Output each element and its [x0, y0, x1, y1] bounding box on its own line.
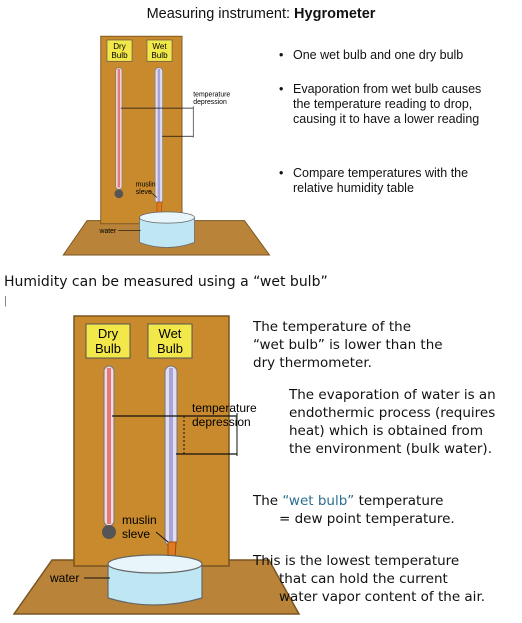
wet-label-box: [146, 39, 173, 62]
page-title: Measuring instrument: Hygrometer: [0, 6, 522, 22]
paragraph-4: This is the lowest temperature that can …: [253, 553, 486, 605]
wet-label-text-1: Wet: [152, 42, 167, 51]
dry-label-text-1: Dry: [113, 42, 127, 51]
paragraph-1: The temperature of the “wet bulb” is low…: [253, 319, 443, 371]
dry-label-box: [106, 39, 133, 62]
muslin-label-2: sleve: [136, 189, 152, 196]
dry-label-large-1: Dry: [98, 326, 119, 341]
tick-mark: |: [4, 295, 7, 307]
temperature-label-large-1: temperature: [192, 401, 257, 415]
bullet-2: •Evaporation from wet bulb causes the te…: [279, 82, 482, 126]
dry-bulb: [114, 189, 124, 199]
dry-label-text-2: Bulb: [111, 51, 128, 60]
paragraph-2: The evaporation of water is an endotherm…: [289, 387, 496, 457]
wet-label-box-large: [147, 323, 193, 359]
temperature-label-1: temperature: [193, 91, 230, 98]
small-diagram: Dry Bulb Wet Bulb temperature depression…: [62, 35, 271, 256]
wet-label-text-2: Bulb: [151, 51, 168, 60]
wet-mercury-large: [169, 368, 173, 544]
temperature-label-large-2: depression: [192, 415, 251, 429]
dry-label-large-2: Bulb: [95, 341, 121, 356]
dry-bulb-large: [102, 525, 116, 539]
water-label-large: water: [49, 571, 79, 585]
wet-label-large-2: Bulb: [157, 341, 183, 356]
water-beaker-large: [107, 564, 203, 606]
title-bold: Hygrometer: [294, 6, 376, 22]
dry-mercury-large: [107, 368, 111, 524]
dry-label-box-large: [85, 323, 131, 359]
wet-mercury: [157, 68, 161, 203]
caption: Humidity can be measured using a “wet bu…: [4, 274, 328, 290]
dry-mercury: [117, 68, 121, 188]
beaker-rim: [139, 211, 195, 224]
wet-label-large-1: Wet: [159, 326, 182, 341]
muslin-label-large-1: muslin: [122, 513, 157, 527]
wet-bulb-highlight: “wet bulb”: [282, 493, 355, 509]
muslin-pointer-large: [155, 531, 169, 543]
muslin-label-1: muslin: [136, 181, 156, 188]
large-diagram: Dry Bulb Wet Bulb temperature depression…: [12, 315, 301, 615]
bullet-1: •One wet bulb and one dry bulb: [279, 48, 464, 62]
bullet-3: •Compare temperatures with the relative …: [279, 166, 469, 195]
title-prefix: Measuring instrument:: [146, 6, 295, 22]
paragraph-3: The “wet bulb” temperature = dew point t…: [253, 493, 455, 527]
beaker-rim-large: [107, 554, 203, 574]
temperature-label-2: depression: [193, 99, 227, 106]
water-beaker: [139, 217, 195, 248]
muslin-pointer: [149, 191, 158, 198]
muslin-label-large-2: sleve: [122, 527, 150, 541]
water-label: water: [99, 228, 117, 235]
